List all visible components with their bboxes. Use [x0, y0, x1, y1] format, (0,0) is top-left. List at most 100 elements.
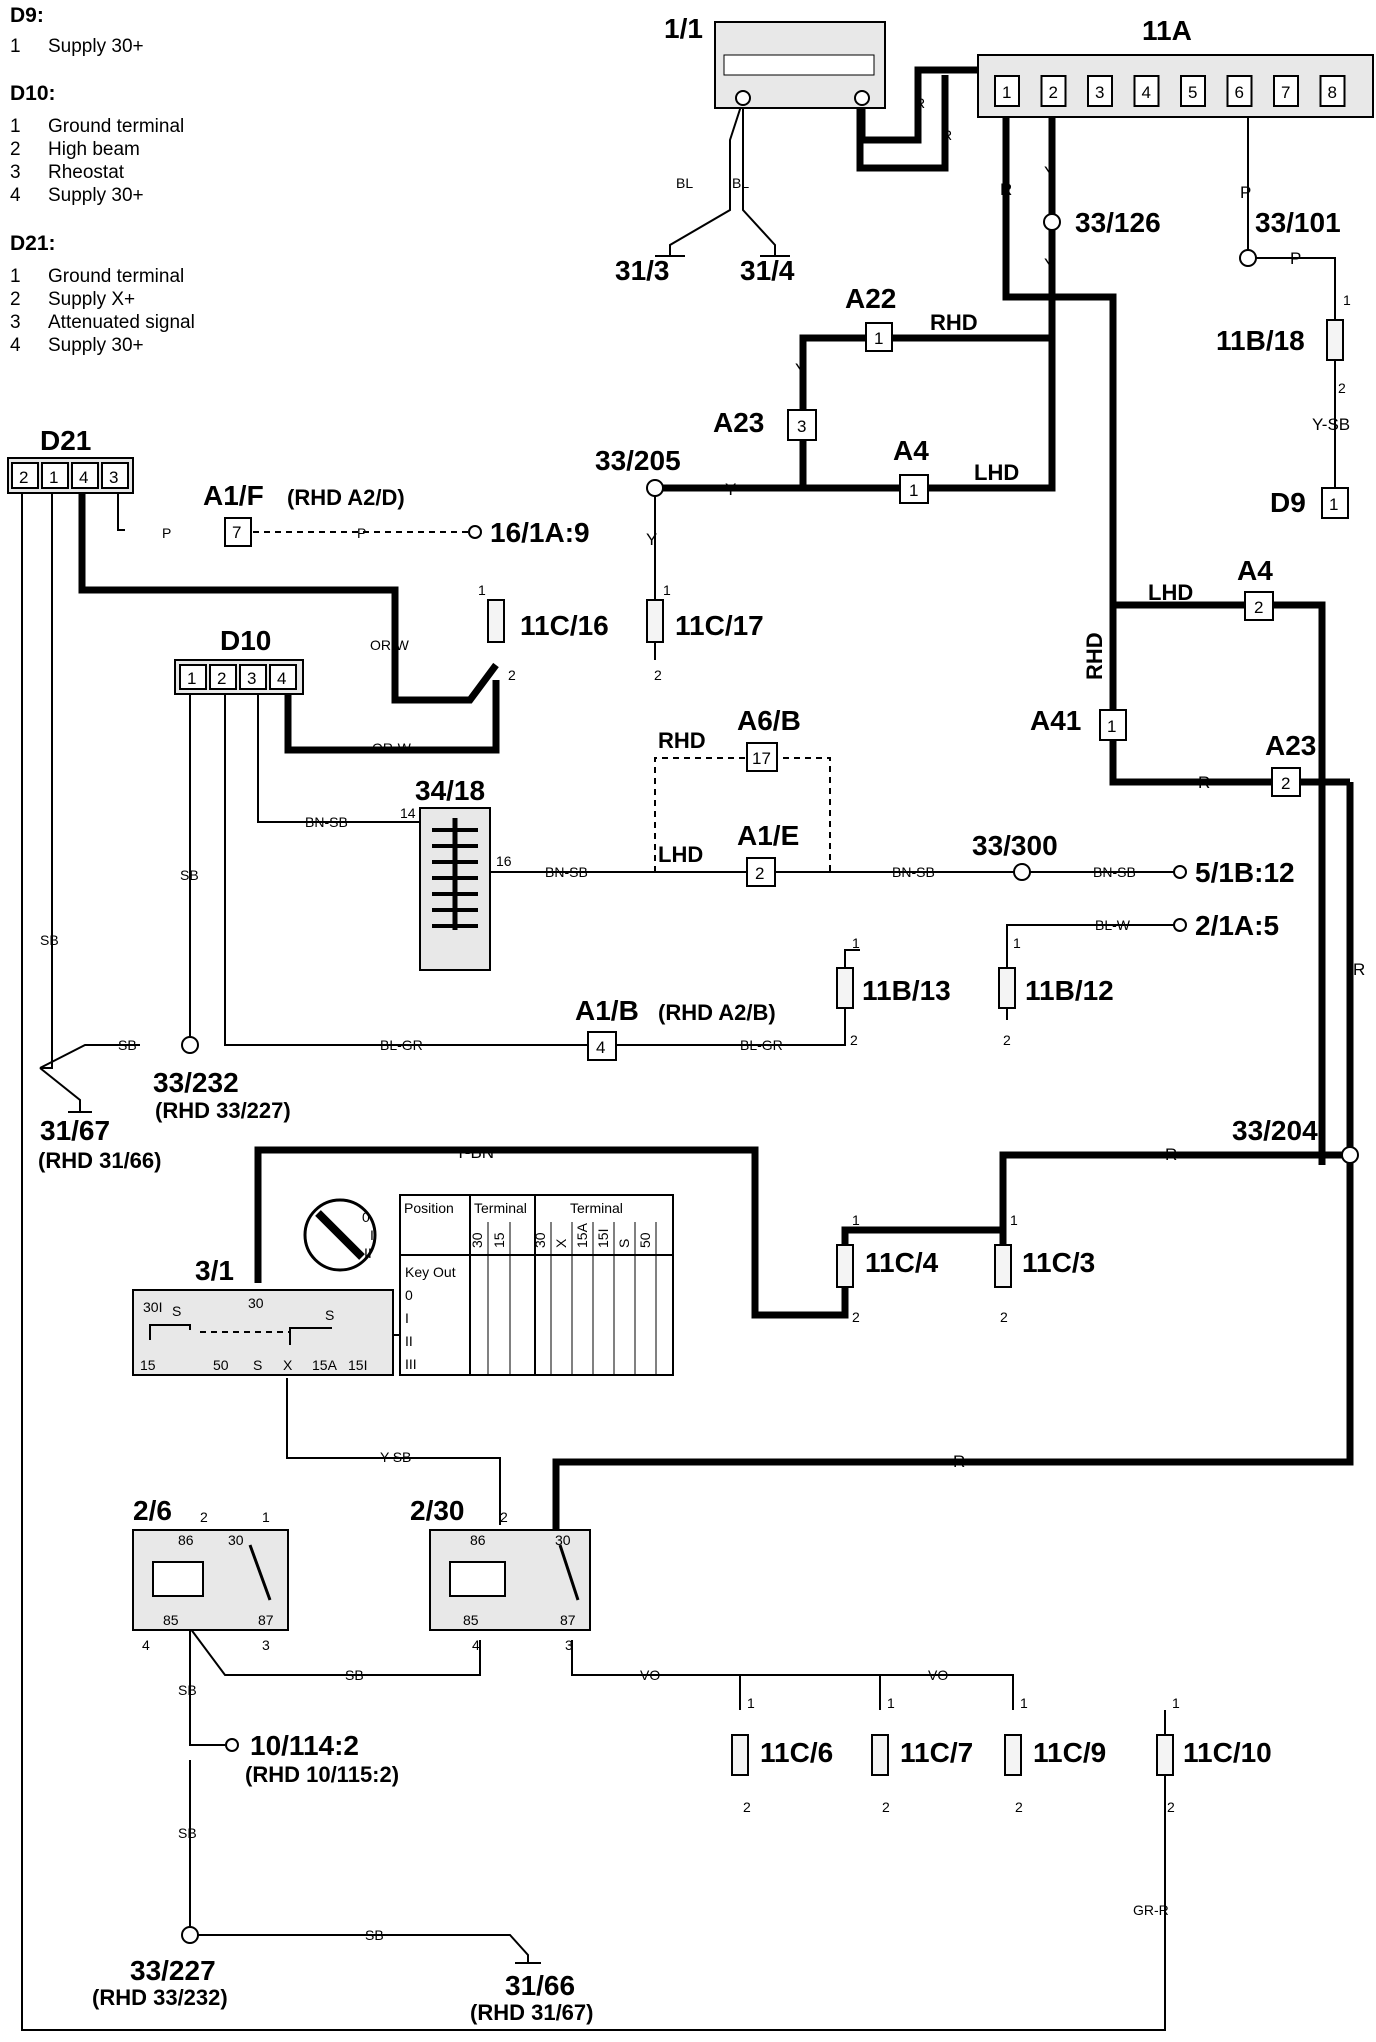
legend-d10-title: D10: [10, 82, 56, 105]
connector-a4-top-label: A4 [893, 435, 929, 466]
relay-2-6-coil [152, 1561, 204, 1597]
wire-label-bn-sb-1: BN-SB [305, 814, 348, 830]
wire-label-sb-5: SB [178, 1682, 197, 1698]
component-11a: 11A [977, 15, 1374, 118]
connector-d21-pin-box-2 [41, 462, 69, 489]
splice-33-227 [181, 1926, 199, 1944]
terminal-10-114-2-label: 10/114:2 [250, 1730, 359, 1761]
splice-33-126-label: 33/126 [1075, 207, 1161, 238]
connector-a1e-label: A1/E [737, 820, 799, 851]
wire-label-r-5: R [1353, 960, 1365, 979]
switch-terminal-s: S [253, 1357, 262, 1373]
connector-a1b-rhd: (RHD A2/B) [658, 1000, 776, 1025]
wire-r-2-30 [552, 1155, 1354, 1582]
wire-label-y-4: Y [725, 480, 736, 499]
legend-d21-num-3: 3 [10, 312, 21, 333]
switch-contact-right [289, 1327, 332, 1345]
fuse-11c-3-pin2: 2 [1000, 1309, 1008, 1325]
legend-d10-text-1: Ground terminal [48, 116, 184, 137]
relay-2-6-t87: 87 [258, 1612, 274, 1628]
connector-d10-pin-4: 4 [277, 669, 286, 688]
legend-d10-text-3: Rheostat [48, 162, 125, 183]
connector-a23-top [787, 409, 817, 441]
component-1-1-pin-right [854, 90, 870, 106]
component-1-1-display [723, 54, 875, 76]
splice-33-232-rhd: (RHD 33/227) [155, 1098, 291, 1123]
wire-label-y-bn: Y-BN [455, 1143, 494, 1162]
wire-vo-11c7 [740, 1674, 881, 1710]
wire-label-sb-2: SB [40, 932, 59, 948]
connector-a4-right-label: A4 [1237, 555, 1273, 586]
table-column-header: 15A [574, 1222, 590, 1248]
fuse-11a-8 [1319, 75, 1346, 107]
wire-label-y-sb-2: Y-SB [380, 1449, 411, 1465]
connector-a22-label: A22 [845, 283, 896, 314]
connector-a4-top [899, 474, 929, 504]
connector-a22 [865, 322, 893, 352]
component-34-18-bars [432, 818, 478, 930]
connector-d10-label: D10 [220, 625, 271, 656]
connector-d21-pin-box-1 [11, 462, 39, 489]
wire-bl-31-4 [742, 100, 776, 255]
relay-2-6-label: 2/6 [133, 1495, 172, 1526]
fuse-11c-6-label: 11C/6 [760, 1737, 833, 1768]
fuse-11a-2-number: 2 [1049, 83, 1058, 102]
splice-33-227-rhd: (RHD 33/232) [92, 1985, 228, 2010]
wire-d21-pin1-sb [40, 472, 53, 1069]
fuse-11b-13 [836, 967, 854, 1009]
wire-d10-or-w [284, 680, 500, 754]
fuse-11c-10-label: 11C/10 [1183, 1737, 1272, 1768]
wire-1-1-to-11a-lower [856, 75, 949, 172]
table-header-terminal-1: Terminal [474, 1200, 527, 1216]
wire-label-r-7: R [953, 1452, 965, 1471]
wire-label-or-w-2: OR-W [372, 740, 412, 756]
wire-label-sb-1: SB [180, 867, 199, 883]
wire-label-r-1: R [915, 95, 925, 111]
relay-2-30-t86: 86 [470, 1532, 486, 1548]
splice-33-205-label: 33/205 [595, 445, 681, 476]
switch-contact-left [149, 1324, 191, 1340]
fuse-11c-6 [731, 1734, 749, 1776]
fuse-11b-18 [1326, 319, 1344, 361]
relay-2-6: 2/6 2 1 86 30 85 87 4 3 [132, 1495, 289, 1653]
fuse-11c-16-pin2: 2 [508, 667, 516, 683]
wire-bl-w [1006, 924, 1175, 980]
wire-r-top [999, 1151, 1350, 1255]
component-34-18-pin16: 16 [496, 853, 512, 869]
switch-terminal-15: 15 [140, 1357, 156, 1373]
relay-2-30-t30: 30 [555, 1532, 571, 1548]
table-row-label: 0 [405, 1287, 413, 1303]
legend-d9-title: D9: [10, 4, 44, 27]
terminal-2-1a-5-label: 2/1A:5 [1195, 910, 1279, 941]
table-column-header: 15I [595, 1229, 611, 1248]
fuse-11a-3 [1087, 75, 1113, 107]
connector-d21-label: D21 [40, 425, 91, 456]
fuse-11c-3 [994, 1244, 1012, 1288]
wire-bl-31-3 [669, 99, 744, 255]
splice-33-204 [1341, 1146, 1359, 1164]
connector-a1f-pin: 7 [232, 523, 241, 542]
connector-d10-pin-1: 1 [187, 669, 196, 688]
fuse-11b-12 [998, 967, 1016, 1009]
fuse-11c-16-label: 11C/16 [520, 610, 609, 641]
wire-label-y-1: Y [1044, 163, 1055, 182]
connector-a41-label: A41 [1030, 705, 1081, 736]
fuse-11c-3-label: 11C/3 [1022, 1247, 1095, 1278]
terminal-10-114-2-rhd: (RHD 10/115:2) [245, 1762, 399, 1787]
connector-a4-top-pin: 1 [909, 481, 918, 500]
wire-label-rhd-3: RHD [658, 728, 706, 753]
fuse-11c-3-pin1: 1 [1010, 1212, 1018, 1228]
connector-a23-right-label: A23 [1265, 730, 1316, 761]
connector-d21: 2 1 4 3 D21 [7, 425, 134, 494]
switch-terminal-15i: 15I [348, 1357, 367, 1373]
fuse-11c-9-pin2: 2 [1015, 1799, 1023, 1815]
fuse-11b-18-pin1: 1 [1343, 292, 1351, 308]
fuse-11a-2 [1040, 75, 1067, 107]
wire-label-r-3: R [1000, 180, 1012, 199]
table-row-label: Key Out [405, 1264, 456, 1280]
relay-2-30-pin3: 3 [565, 1637, 573, 1653]
table-column-header: S [616, 1239, 632, 1248]
fuse-11c-16-pin1: 1 [478, 582, 486, 598]
table-frame [399, 1194, 674, 1376]
table-header-position: Position [404, 1200, 454, 1216]
